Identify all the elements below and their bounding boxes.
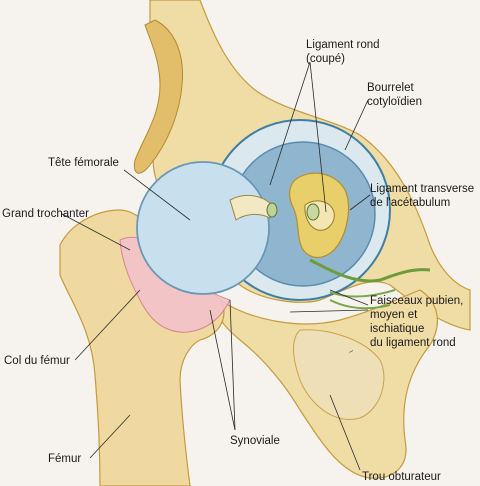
femoral-head	[136, 161, 270, 295]
iliac-crest	[133, 19, 184, 174]
label-ligament-rond-coupe: (coupé)	[306, 53, 345, 65]
label-synoviale: Synoviale	[230, 435, 280, 447]
artist-signature: ∼	[347, 347, 357, 357]
ligament-rond-cut-end	[306, 203, 320, 221]
label-col-femur: Col du fémur	[4, 355, 70, 367]
transverse-ligament	[309, 258, 431, 283]
label-faisceaux-1: Faisceaux pubien,	[370, 295, 463, 307]
label-cotyloidien: cotyloïdien	[367, 96, 422, 108]
obturator-foramen	[293, 329, 385, 420]
label-femur: Fémur	[48, 453, 81, 465]
label-faisceaux-4: du ligament rond	[370, 337, 456, 349]
label-acetabulum: de l'acétabulum	[370, 197, 450, 209]
ligament-rond-cut	[266, 202, 278, 218]
pubic-fibres	[329, 289, 396, 310]
label-bourrelet: Bourrelet	[367, 82, 414, 94]
label-faisceaux-3: ischiatique	[370, 323, 424, 335]
leader-lines	[61, 61, 371, 471]
label-ligament-rond: Ligament rond	[306, 39, 380, 51]
label-tete-femorale: Tête fémorale	[48, 157, 119, 169]
label-ligament-transverse: Ligament transverse	[370, 183, 474, 195]
ligament-rond	[229, 194, 273, 221]
label-faisceaux-2: moyen et	[370, 309, 418, 321]
label-trou-obturateur: Trou obturateur	[362, 471, 441, 483]
label-grand-trochanter: Grand trochanter	[2, 208, 89, 220]
